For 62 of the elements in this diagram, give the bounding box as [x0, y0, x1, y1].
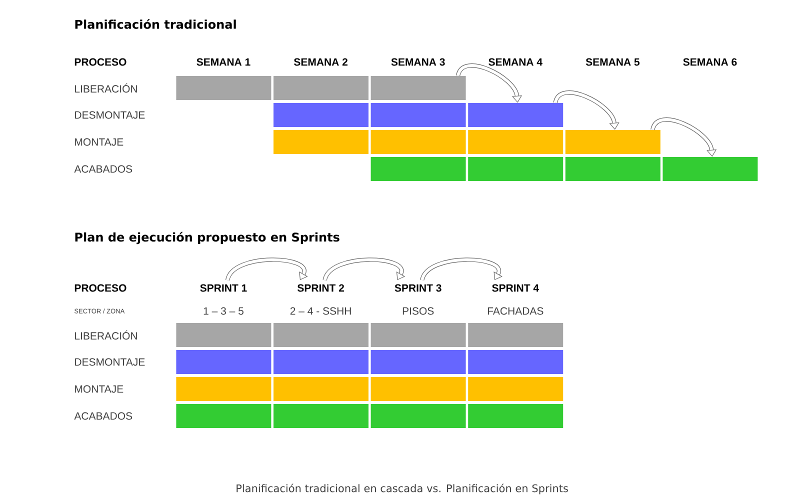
bar [565, 157, 660, 181]
bar [176, 76, 272, 100]
bar [370, 103, 466, 127]
bar [370, 350, 466, 374]
curved-arrow [226, 258, 308, 281]
row-label: LIBERACIÓN [75, 330, 137, 340]
bar [274, 350, 368, 374]
row-label: MONTAJE [75, 385, 124, 393]
curved-arrow [650, 118, 717, 157]
column-header: SEMANA 3 [391, 58, 445, 66]
bar [176, 404, 272, 428]
zone-label: 1 – 3 – 5 [204, 307, 244, 315]
bar [370, 404, 466, 428]
bar [370, 377, 466, 401]
bar [565, 130, 660, 154]
column-header: SEMANA 6 [683, 58, 737, 66]
bar [274, 103, 368, 127]
row-label: DESMONTAJE [75, 358, 145, 366]
column-header: SEMANA 5 [586, 58, 640, 66]
bar [176, 350, 272, 374]
bar [468, 377, 564, 401]
column-header: PROCESO [74, 58, 126, 66]
section-heading: Planificación tradicional [75, 19, 236, 29]
column-header: PROCESO [74, 284, 126, 292]
column-header: SPRINT 4 [492, 284, 539, 292]
bar [468, 350, 564, 374]
bar [370, 76, 466, 100]
row-label: ACABADOS [74, 412, 132, 420]
bar [274, 404, 368, 428]
bar [468, 404, 564, 428]
caption: Planificación tradicional en cascada vs. Planificación en Sprints [236, 484, 568, 494]
bar [370, 130, 466, 154]
zone-label: 2 – 4 - SSHH [290, 307, 351, 315]
column-header: SPRINT 2 [297, 284, 344, 292]
bar [274, 76, 368, 100]
section-heading: Plan de ejecución propuesto en Sprints [75, 232, 340, 244]
bar [468, 130, 564, 154]
row-label: ACABADOS [74, 165, 132, 173]
zone-label: FACHADAS [488, 307, 544, 315]
column-header: SEMANA 4 [488, 58, 542, 66]
curved-arrow [553, 90, 620, 130]
bar [468, 157, 564, 181]
row-label: MONTAJE [75, 138, 124, 146]
curved-arrow [456, 64, 522, 103]
row-label: DESMONTAJE [75, 111, 145, 119]
column-header: SPRINT 3 [394, 284, 442, 292]
bar [468, 323, 564, 347]
column-header: SPRINT 1 [200, 284, 247, 292]
bar [662, 157, 758, 181]
bar [274, 323, 368, 347]
column-header: SEMANA 2 [294, 58, 348, 66]
bar [370, 157, 466, 181]
bar [274, 377, 368, 401]
bar [370, 323, 466, 347]
bar [274, 130, 368, 154]
bar [176, 377, 272, 401]
curved-arrow [322, 258, 406, 281]
bar [176, 323, 272, 347]
bar [468, 103, 564, 127]
column-header: SEMANA 1 [196, 58, 250, 66]
curved-arrow [420, 258, 502, 281]
row-label: LIBERACIÓN [75, 83, 137, 93]
